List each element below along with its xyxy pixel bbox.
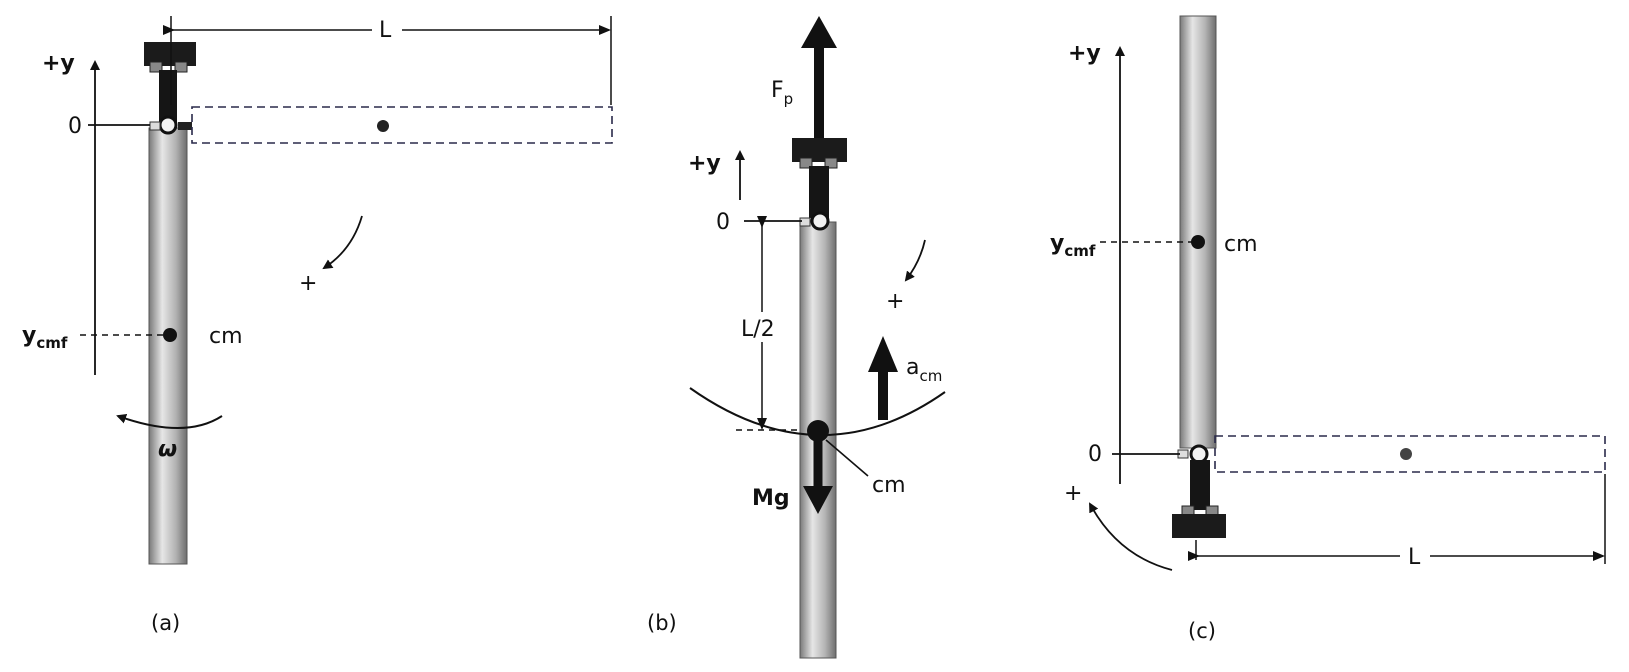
weight-label-b: Mg (752, 486, 790, 511)
final-cm-dot-c (1400, 448, 1412, 460)
rotation-sign-a: + (299, 271, 317, 296)
panel-a: L +y 0 ycmf cm + ω (a) (22, 14, 613, 635)
caption-a: (a) (151, 611, 180, 635)
rotation-arrow-a (322, 215, 363, 270)
panel-c: +y 0 ycmf cm + L (c) (1050, 15, 1606, 643)
y-axis-label-c: +y (1068, 41, 1101, 66)
rotation-arrow-c (1089, 502, 1173, 571)
omega-arrow-a (116, 413, 223, 429)
rod-a (148, 127, 188, 565)
zero-label-c: 0 (1088, 442, 1102, 467)
force-label-b: Fp (771, 78, 793, 108)
cm-dot-a (163, 328, 177, 342)
initial-cm-dot-a (377, 120, 389, 132)
rotation-sign-b: + (886, 289, 904, 314)
length-label-c: L (1408, 545, 1421, 570)
y-axis-label-b: +y (688, 151, 721, 176)
clamp-c (1172, 514, 1226, 538)
caption-b: (b) (647, 611, 677, 635)
cm-label-b: cm (872, 473, 906, 498)
pivot-b (810, 211, 830, 231)
half-length-label-b: L/2 (741, 317, 775, 342)
y-axis-label-a: +y (42, 51, 75, 76)
rotation-sign-c: + (1064, 481, 1082, 506)
pivot-a (158, 115, 178, 135)
omega-label-a: ω (158, 437, 177, 462)
length-label-a: L (379, 18, 392, 43)
ycm-label-c: ycmf (1050, 231, 1096, 260)
ycm-label-a: ycmf (22, 323, 68, 352)
final-rod-outline-c (1214, 435, 1606, 473)
caption-c: (c) (1188, 619, 1216, 643)
rotation-arrow-b (904, 239, 926, 282)
cm-dot-b (807, 420, 829, 442)
zero-label-a: 0 (68, 114, 82, 139)
initial-rod-outline-a (191, 106, 613, 144)
pivot-c (1189, 444, 1209, 464)
rod-c (1179, 15, 1217, 449)
cm-dot-c (1191, 235, 1205, 249)
panel-b: Fp +y 0 L/2 Mg cm acm + (b) (647, 16, 946, 659)
cm-label-a: cm (209, 324, 243, 349)
cm-label-c: cm (1224, 232, 1258, 257)
acc-label-b: acm (906, 355, 942, 385)
zero-label-b: 0 (716, 210, 730, 235)
